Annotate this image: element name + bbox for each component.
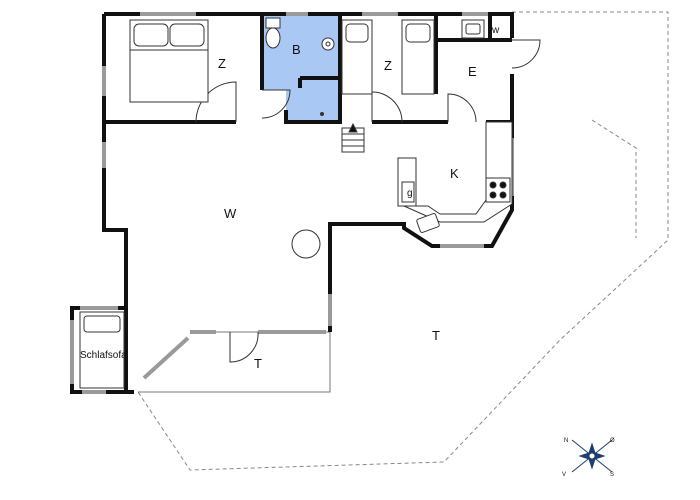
- label-terrace-large: T: [432, 328, 440, 343]
- label-bathroom: B: [292, 42, 301, 57]
- label-sofa-bed: Schlafsofa: [80, 350, 127, 361]
- compass-west: V: [562, 472, 566, 478]
- stair: [341, 122, 365, 153]
- compass-north: N: [564, 438, 568, 444]
- label-kitchen: K: [450, 166, 459, 181]
- windows: [70, 12, 514, 394]
- walls: [70, 12, 514, 394]
- compass-south: S: [610, 472, 614, 478]
- doors: [195, 39, 541, 363]
- furniture: [79, 17, 513, 389]
- terrace-boundary: [137, 11, 669, 471]
- label-bedroom-right: Z: [384, 58, 392, 73]
- label-utility: w: [491, 25, 500, 36]
- label-bedroom-left: Z: [218, 56, 226, 71]
- bathroom-area: [262, 14, 340, 122]
- compass-east: Ø: [610, 438, 615, 444]
- room-labels: Z B Z E w W K g T T Schlafsofa: [80, 25, 500, 371]
- label-entrance: E: [468, 64, 477, 79]
- label-living: W: [224, 206, 237, 221]
- label-terrace-small: T: [254, 356, 262, 371]
- label-fridge: g: [407, 188, 413, 199]
- compass-rose: N Ø S V: [562, 438, 615, 478]
